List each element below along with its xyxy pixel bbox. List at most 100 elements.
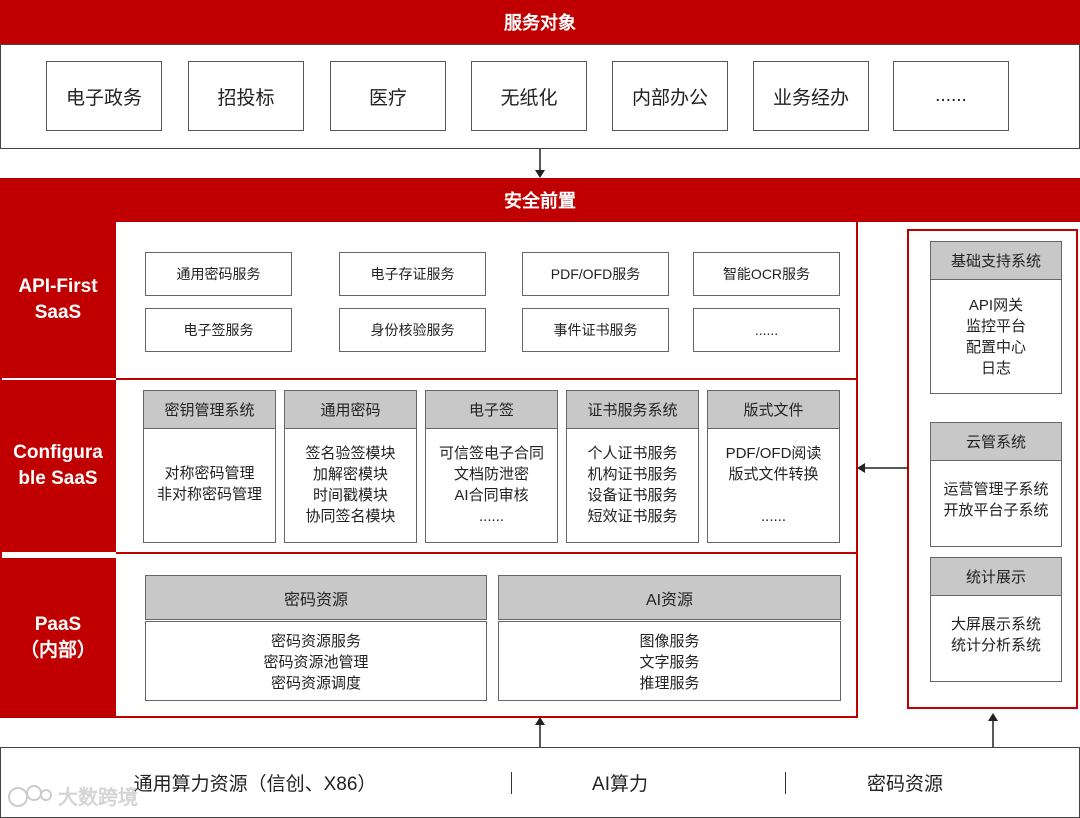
- side-card-line: 统计分析系统: [950, 637, 1041, 654]
- config-card-body: 对称密码管理非对称密码管理: [144, 429, 275, 505]
- paas-resource-line: 密码资源服务: [270, 633, 361, 650]
- config-card-line: AI合同审核: [454, 487, 529, 504]
- layer-label-line: ble SaaS: [18, 468, 98, 489]
- config-card: 证书服务系统个人证书服务机构证书服务设备证书服务短效证书服务: [566, 390, 699, 543]
- service-target-item: ......: [893, 61, 1009, 131]
- config-card-line: 版式文件转换: [728, 466, 819, 483]
- side-card-body: API网关监控平台配置中心日志: [931, 280, 1061, 379]
- config-card-line: 可信签电子合同: [438, 445, 544, 462]
- bottom-item-compute: 通用算力资源（信创、X86）: [133, 774, 377, 795]
- side-card: 云管系统运营管理子系统开放平台子系统: [930, 422, 1062, 547]
- side-card: 统计展示大屏展示系统统计分析系统: [930, 557, 1062, 682]
- side-card-line: 日志: [980, 360, 1011, 377]
- api-service-item: ......: [693, 308, 840, 352]
- side-card-line: 配置中心: [965, 339, 1026, 356]
- config-card-line: ......: [478, 508, 504, 525]
- side-card-title: 统计展示: [931, 558, 1061, 596]
- config-card-line: 个人证书服务: [587, 445, 678, 462]
- side-card-line: 大屏展示系统: [950, 616, 1041, 633]
- side-card-body: 大屏展示系统统计分析系统: [931, 596, 1061, 656]
- config-card-title: 版式文件: [708, 391, 839, 429]
- layer-label-line: API-First: [18, 276, 98, 297]
- bottom-separator: [785, 772, 786, 794]
- api-service-item: 事件证书服务: [522, 308, 669, 352]
- config-card: 电子签可信签电子合同文档防泄密 AI合同审核......: [425, 390, 558, 543]
- side-card-line: API网关: [968, 297, 1024, 314]
- config-card-line: 设备证书服务: [587, 487, 678, 504]
- layer-label-line: PaaS: [34, 614, 82, 635]
- watermark-logo-icon: [8, 784, 52, 807]
- arrow-left-icon: [857, 463, 908, 473]
- config-card-body: PDF/OFD阅读版式文件转换......: [708, 429, 839, 527]
- layer-label-line: SaaS: [34, 302, 82, 323]
- service-target-item: 业务经办: [753, 61, 869, 131]
- api-service-item: 智能OCR服务: [693, 252, 840, 296]
- config-card-title: 通用密码: [285, 391, 416, 429]
- layer-label-configurable: Configura ble SaaS: [0, 380, 116, 552]
- service-target-item: 医疗: [330, 61, 446, 131]
- config-card-body: 签名验签模块加解密模块时间戳模块协同签名模块: [285, 429, 416, 527]
- config-card-line: 对称密码管理: [164, 465, 255, 482]
- layer-divider: [116, 552, 858, 554]
- arrow-up-icon: [535, 717, 545, 748]
- side-card-title: 基础支持系统: [931, 242, 1061, 280]
- watermark: 大数跨境: [6, 781, 138, 810]
- config-card-line: 短效证书服务: [587, 508, 678, 525]
- layer-label-line: （内部）: [19, 640, 96, 661]
- paas-resource-title: AI资源: [498, 575, 841, 620]
- layer-label-paas: PaaS （内部）: [0, 558, 116, 718]
- config-card-line: 加解密模块: [312, 466, 388, 483]
- config-card-title: 密钥管理系统: [144, 391, 275, 429]
- paas-resource-line: 推理服务: [639, 675, 700, 692]
- bottom-item-ai-compute: AI算力: [592, 774, 648, 795]
- api-service-item: 身份核验服务: [339, 308, 486, 352]
- config-card-body: 个人证书服务机构证书服务设备证书服务短效证书服务: [567, 429, 698, 527]
- config-card-line: ......: [760, 508, 786, 525]
- config-card-line: 非对称密码管理: [156, 486, 262, 503]
- paas-resource-body: 图像服务文字服务推理服务: [498, 621, 841, 701]
- side-card-body: 运营管理子系统开放平台子系统: [931, 461, 1061, 521]
- paas-resource-title: 密码资源: [145, 575, 487, 620]
- service-target-item: 无纸化: [471, 61, 587, 131]
- service-target-item: 内部办公: [612, 61, 728, 131]
- api-service-item: 电子存证服务: [339, 252, 486, 296]
- layer-divider: [116, 378, 858, 380]
- paas-resource-body: 密码资源服务密码资源池管理密码资源调度: [145, 621, 487, 701]
- config-card-line: 签名验签模块: [305, 445, 396, 462]
- service-targets-title: 服务对象: [0, 0, 1080, 44]
- watermark-text: 大数跨境: [58, 787, 138, 809]
- config-card-line: 文档防泄密: [453, 466, 529, 483]
- config-card-line: [708, 485, 839, 506]
- config-card-title: 证书服务系统: [567, 391, 698, 429]
- paas-resource-line: 密码资源调度: [270, 675, 361, 692]
- arrow-down-icon: [535, 149, 545, 178]
- config-card-line: PDF/OFD阅读: [725, 445, 822, 462]
- config-card-title: 电子签: [426, 391, 557, 429]
- layer-label-line: Configura: [13, 442, 103, 463]
- api-service-item: PDF/OFD服务: [522, 252, 669, 296]
- paas-resource-line: 图像服务: [639, 633, 700, 650]
- arrow-up-icon: [988, 713, 998, 748]
- side-panel: [907, 229, 1078, 709]
- side-card-line: 开放平台子系统: [943, 502, 1049, 519]
- service-target-item: 招投标: [188, 61, 304, 131]
- api-service-item: 电子签服务: [145, 308, 292, 352]
- bottom-separator: [511, 772, 512, 794]
- config-card-line: 机构证书服务: [587, 466, 678, 483]
- side-card-title: 云管系统: [931, 423, 1061, 461]
- config-card: 通用密码签名验签模块加解密模块时间戳模块协同签名模块: [284, 390, 417, 543]
- bottom-item-crypto: 密码资源: [866, 774, 943, 795]
- paas-resource-line: 密码资源池管理: [263, 654, 369, 671]
- config-card: 密钥管理系统对称密码管理非对称密码管理: [143, 390, 276, 543]
- side-card-line: 监控平台: [965, 318, 1026, 335]
- config-card-body: 可信签电子合同文档防泄密 AI合同审核......: [426, 429, 557, 527]
- side-card-line: 运营管理子系统: [943, 481, 1049, 498]
- service-target-item: 电子政务: [46, 61, 162, 131]
- api-service-item: 通用密码服务: [145, 252, 292, 296]
- config-card-line: 协同签名模块: [305, 508, 396, 525]
- security-title: 安全前置: [0, 178, 1080, 222]
- config-card-line: 时间戳模块: [312, 487, 388, 504]
